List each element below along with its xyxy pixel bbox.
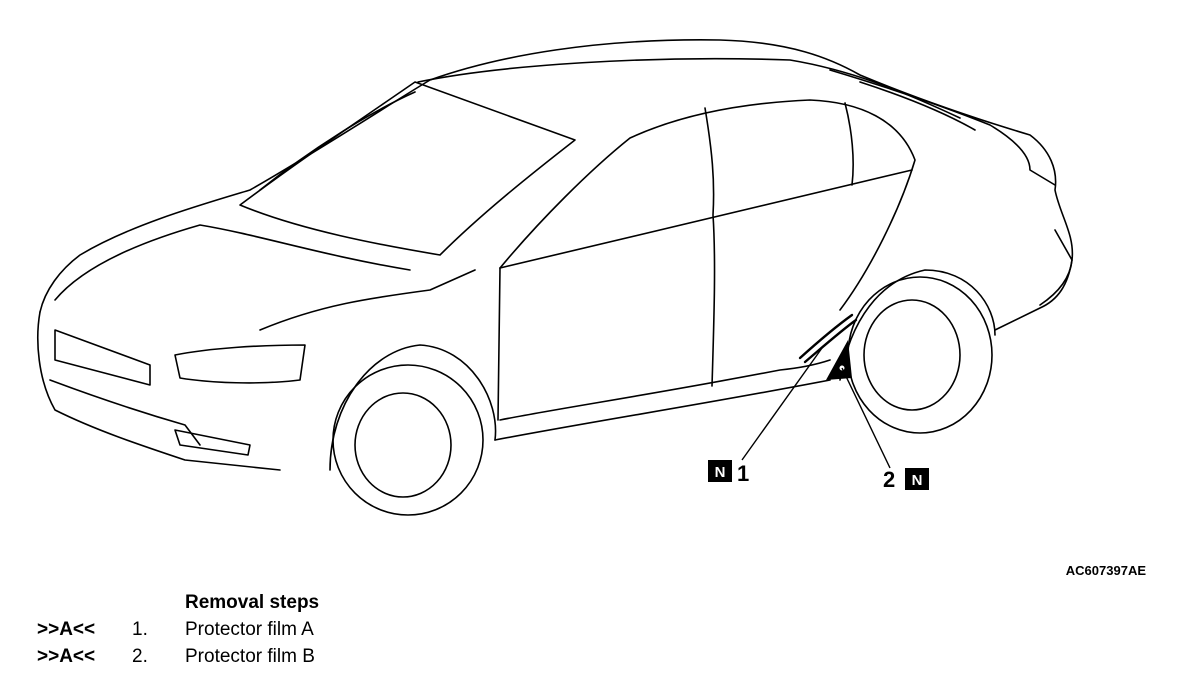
front-door-edge (497, 267, 501, 421)
step-reference: >>A<< (37, 619, 96, 640)
b-pillar (704, 107, 716, 387)
trunk-lip (859, 81, 976, 131)
lower-grille (49, 379, 201, 446)
callout-2: 2 N (883, 467, 929, 492)
figure-code: AC607397AE (1065, 563, 1146, 578)
leader-line-2 (841, 367, 891, 469)
callout-2-number: 2 (883, 467, 895, 492)
step-reference: >>A<< (37, 646, 96, 667)
front-tire (332, 364, 484, 516)
rocker-panel (494, 379, 831, 441)
protector-film-a (798, 313, 858, 364)
rear-wheel-arch (839, 269, 996, 381)
step-number: 1. (132, 619, 148, 640)
removal-step: >>A<< 2. Protector film B (0, 646, 600, 670)
headlamp (174, 344, 306, 384)
leader-line-1 (741, 347, 823, 461)
badge-n-1-text: N (715, 464, 726, 481)
car-body-outline (39, 39, 1074, 331)
door-frame (499, 99, 916, 311)
front-wheel-arch (329, 344, 497, 471)
hood-crease (259, 269, 476, 331)
step-number: 2. (132, 646, 148, 667)
belt-line (499, 169, 913, 269)
step-label: Protector film B (185, 646, 315, 667)
rear-bumper (1039, 229, 1073, 306)
hood-line (54, 224, 411, 301)
removal-steps-heading: Removal steps (185, 592, 320, 613)
front-bumper (37, 311, 281, 471)
callout-1: N 1 (708, 460, 749, 486)
rear-rim (863, 299, 961, 411)
badge-n-2-text: N (912, 472, 923, 489)
windshield-inner (259, 91, 416, 191)
badge-n-2 (905, 468, 929, 490)
rear-window-edge (844, 102, 854, 186)
removal-step: >>A<< 1. Protector film A (0, 619, 600, 643)
protector-film-b (826, 340, 852, 380)
rear-deck (829, 69, 1056, 186)
step-label: Protector film A (185, 619, 314, 640)
windshield (239, 81, 576, 256)
fog-lamp (174, 429, 251, 456)
callout-1-number: 1 (737, 461, 749, 486)
front-rim (354, 392, 452, 498)
badge-n-1 (708, 460, 732, 482)
door-bottom (499, 359, 831, 421)
car-line-drawing: N 1 2 N (37, 39, 1074, 516)
grille (54, 329, 151, 386)
